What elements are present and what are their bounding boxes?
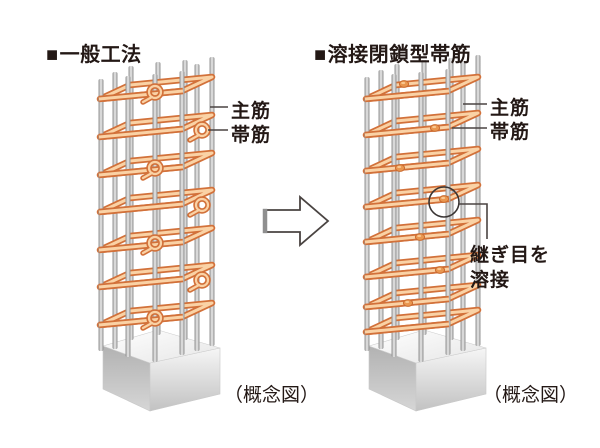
transform-arrow-icon [262,195,330,247]
left-main-bar-label: 主筋 [231,101,272,122]
right-column-cage [365,55,481,362]
right-title-square-marker: ■ [314,44,327,66]
right-concrete-base [368,329,487,412]
left-column-cage [99,57,215,362]
weld-note-line-2: 溶接 [470,270,511,291]
left-hoop-label: 帯筋 [231,125,272,146]
right-title-text: 溶接閉鎖型帯筋 [327,44,472,66]
right-panel-title: ■溶接閉鎖型帯筋 [314,38,471,67]
right-hoop-label: 帯筋 [490,122,531,143]
weld-circle-annotation [428,186,460,218]
right-caption: （概念図） [483,385,579,406]
left-title-text: 一般工法 [59,44,142,66]
right-main-bar-label: 主筋 [490,98,531,119]
weld-note: 継ぎ目を 溶接 [470,243,550,293]
left-concrete-base [102,329,221,412]
left-caption: （概念図） [224,385,320,406]
left-panel-title: ■一般工法 [46,38,142,67]
weld-note-line-1: 継ぎ目を [470,245,551,266]
left-title-square-marker: ■ [46,44,59,66]
right-front-main-bars [364,69,451,362]
left-hoop-front-edges [99,91,183,325]
weld-note-leader [459,203,488,239]
